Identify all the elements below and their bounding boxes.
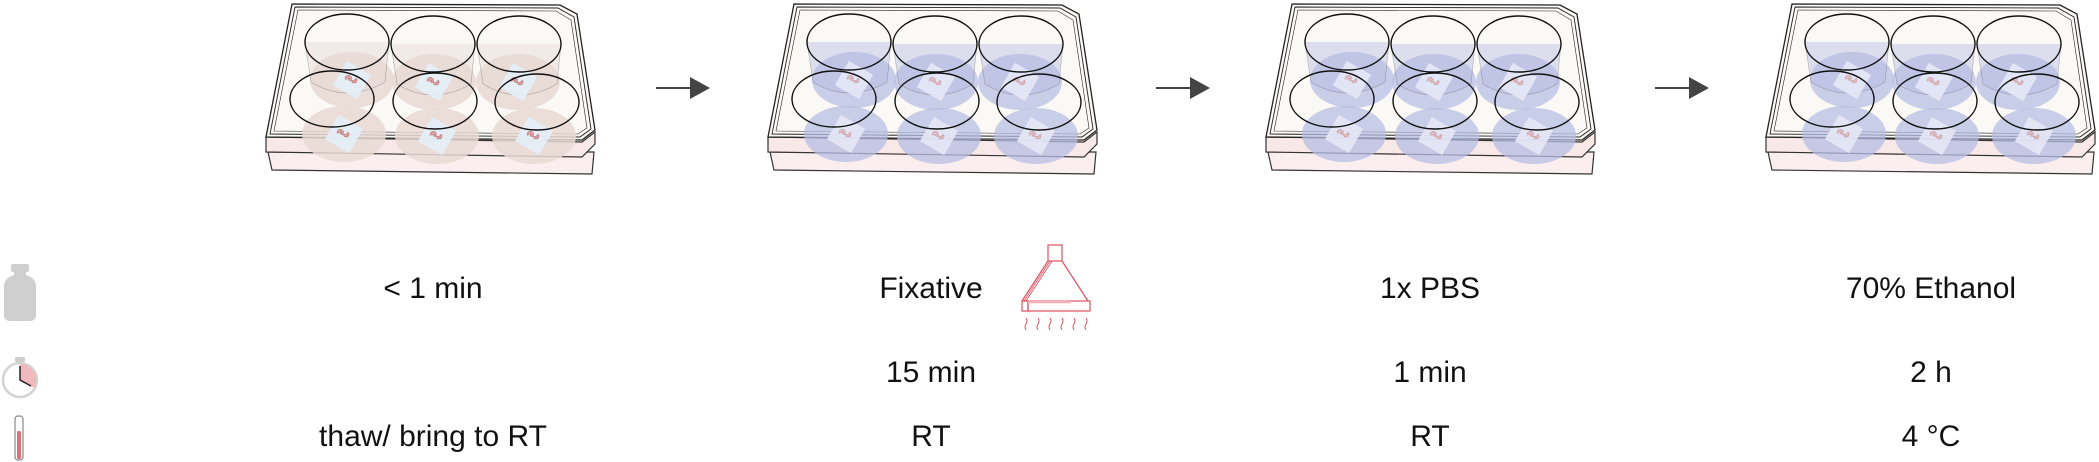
fume-hood-icon — [1021, 244, 1091, 331]
step-1-reagent: < 1 min — [383, 272, 483, 305]
step-3-temperature: RT — [1410, 420, 1450, 453]
well-plate-step-2 — [764, 2, 1099, 180]
bottle-icon — [4, 264, 36, 321]
stopwatch-icon — [1, 357, 39, 399]
step-4-temperature: 4 °C — [1901, 420, 1961, 453]
thermometer-icon — [14, 415, 24, 461]
step-2-temperature: RT — [911, 420, 951, 453]
arrow-right-icon — [1156, 77, 1210, 99]
step-4-reagent: 70% Ethanol — [1845, 272, 2017, 305]
step-2-time: 15 min — [885, 356, 977, 389]
arrow-right-icon — [656, 77, 710, 99]
step-1-temperature: thaw/ bring to RT — [319, 420, 547, 453]
step-4-time: 2 h — [1910, 356, 1952, 389]
well-plate-step-1 — [262, 2, 597, 180]
well-plate-step-3 — [1262, 2, 1597, 180]
step-3-reagent: 1x PBS — [1379, 272, 1481, 305]
arrow-right-icon — [1655, 77, 1709, 99]
step-3-time: 1 min — [1393, 356, 1467, 389]
well-plate-step-4 — [1762, 2, 2097, 180]
step-2-reagent: Fixative — [879, 272, 983, 305]
